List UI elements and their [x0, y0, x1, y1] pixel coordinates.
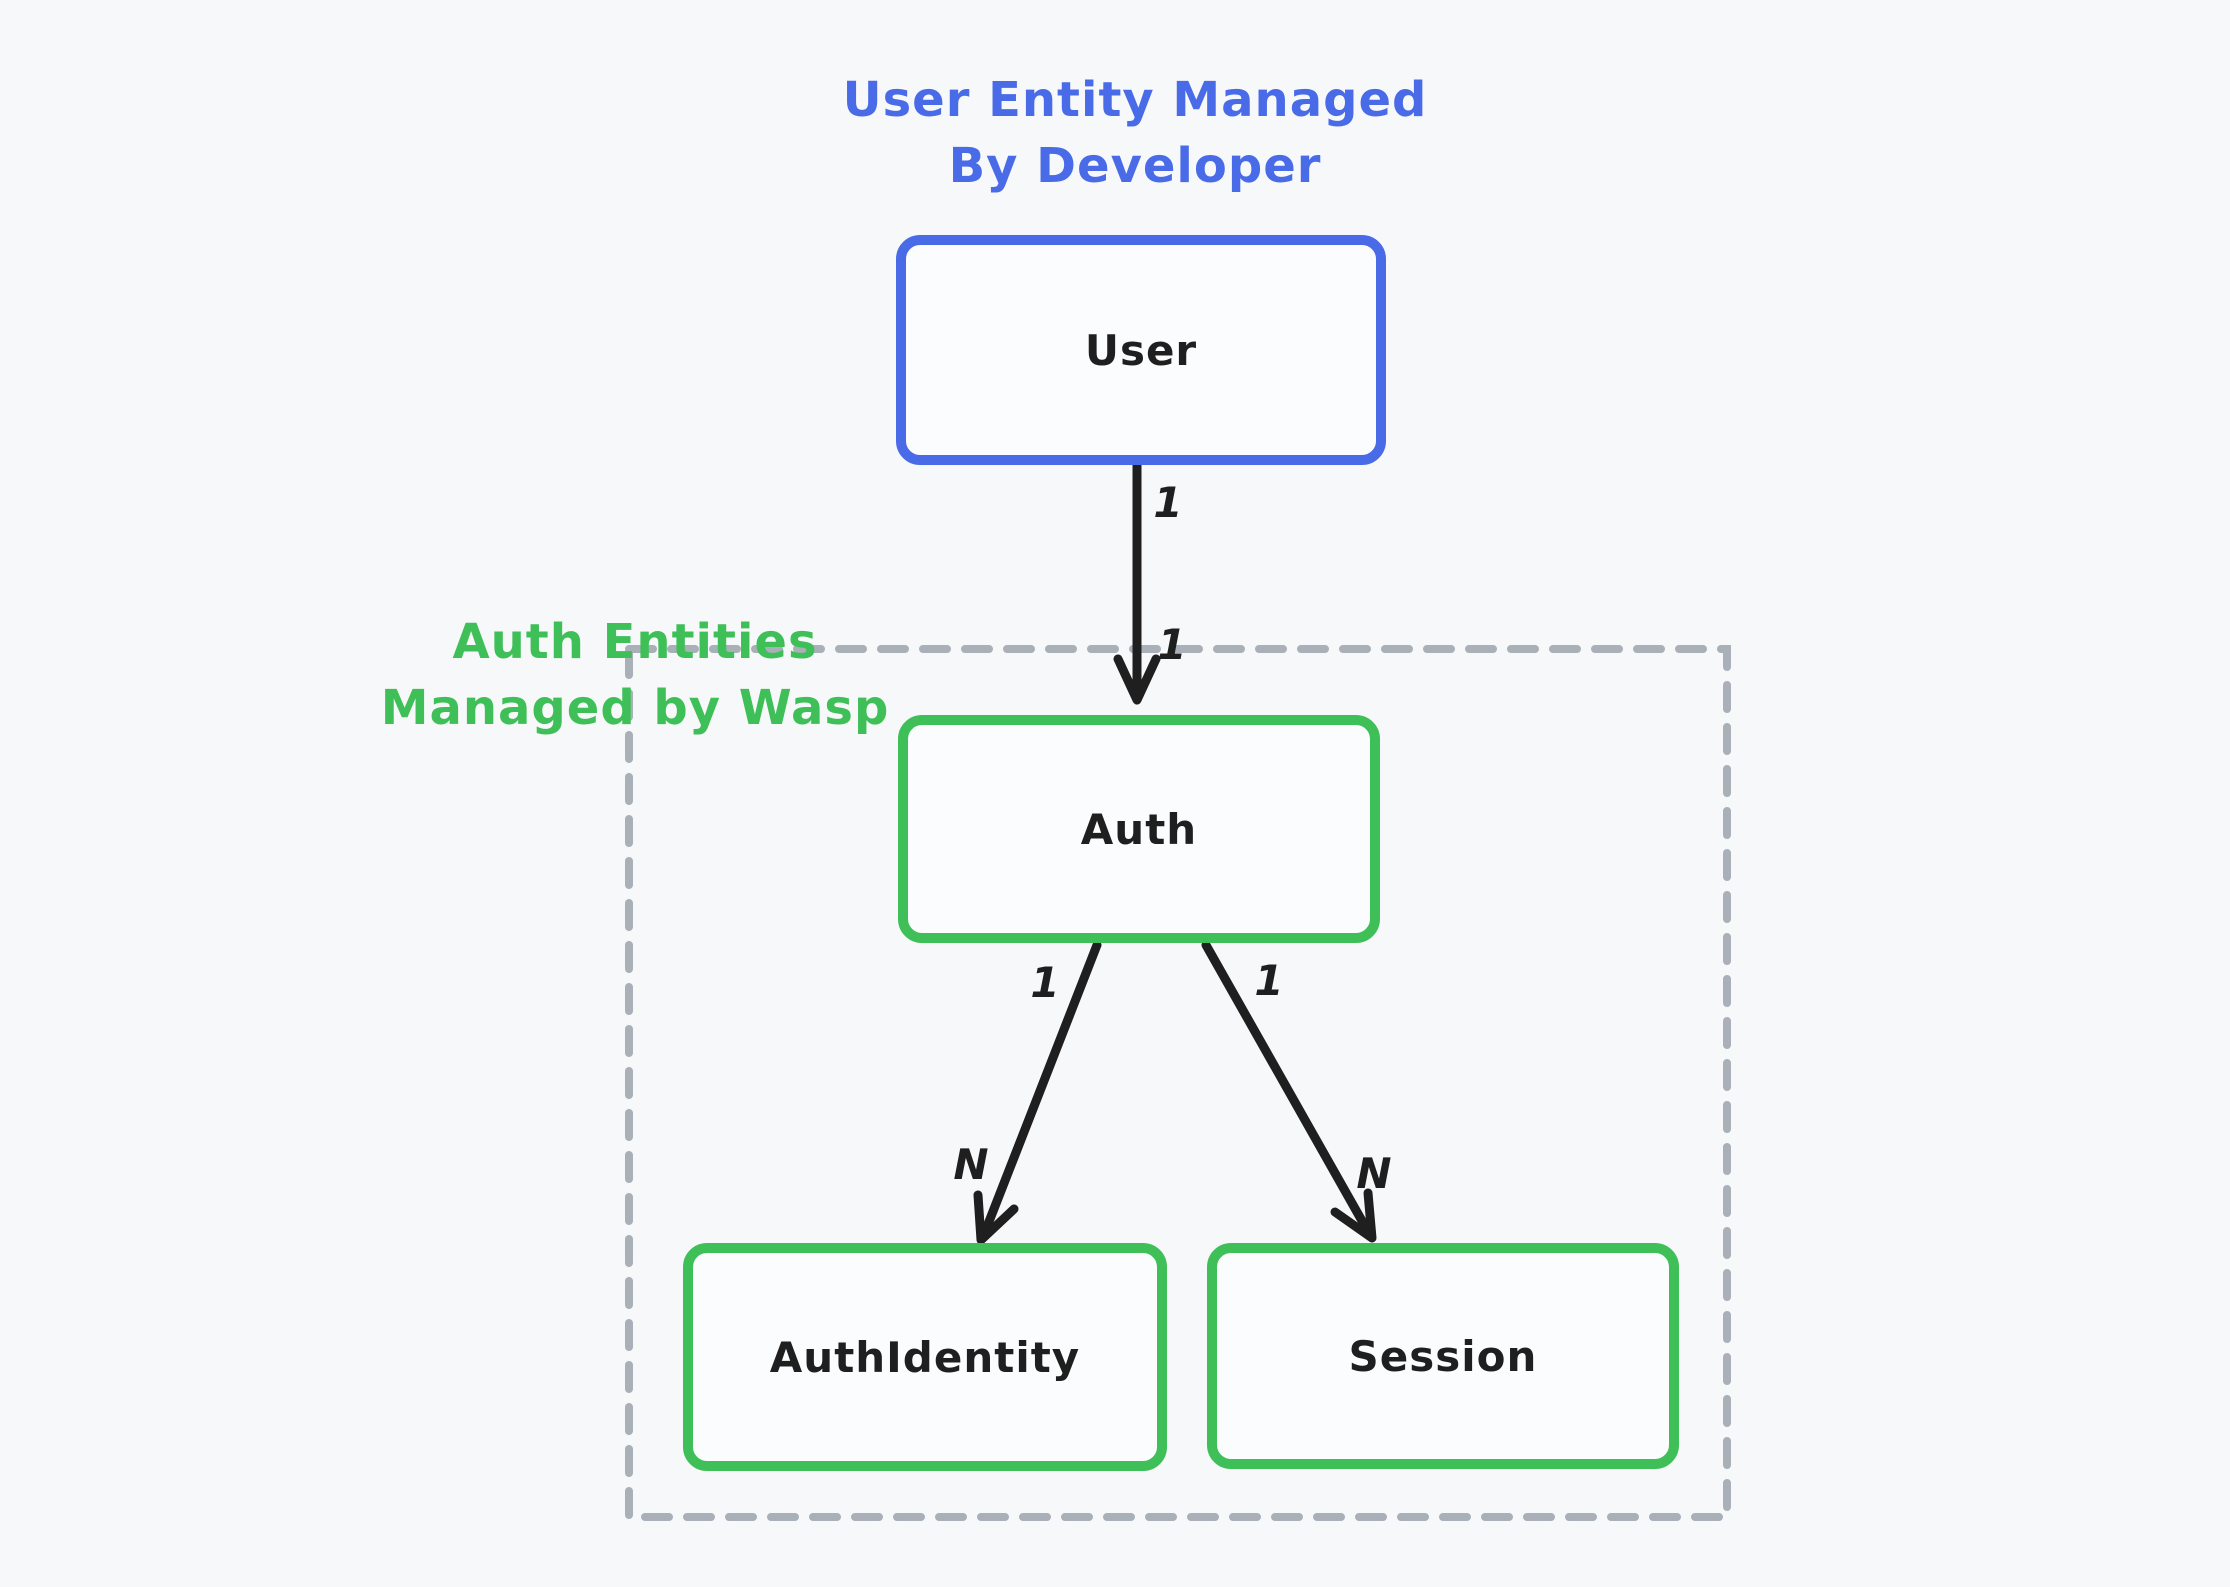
edge-auth-authidentity-arrowhead-icon: [973, 1190, 1019, 1245]
edge-auth-session-arrowhead-icon: [1330, 1188, 1377, 1243]
wasp-group-caption-line-1: Auth Entities: [452, 614, 818, 670]
user-entity-caption-line-2: By Developer: [948, 138, 1322, 195]
wasp-group-dashed-border: [625, 645, 1731, 1521]
node-session: Session: [1207, 1243, 1679, 1469]
user-entity-caption: User Entity Managed By Developer: [785, 67, 1485, 199]
node-user-label: User: [1084, 325, 1198, 375]
node-auth: Auth: [898, 715, 1380, 943]
edge-auth-authidentity-line: [978, 940, 1102, 1242]
user-entity-caption-line-1: User Entity Managed: [842, 72, 1428, 128]
edge-label-auth-authidentity-target: N: [953, 1140, 989, 1189]
edge-label-auth-authidentity-source: 1: [1030, 958, 1060, 1007]
node-session-label: Session: [1348, 1331, 1538, 1381]
node-auth-identity-label: AuthIdentity: [769, 1332, 1081, 1382]
edge-auth-session-line: [1201, 940, 1375, 1240]
edge-user-auth-arrowhead-icon: [1113, 654, 1161, 705]
node-auth-label: Auth: [1080, 804, 1198, 854]
edge-label-user-auth-source: 1: [1153, 478, 1183, 527]
edge-label-auth-session-target: N: [1356, 1149, 1392, 1198]
wasp-group-caption: Auth Entities Managed by Wasp: [335, 609, 935, 741]
edge-label-user-auth-target: 1: [1157, 620, 1187, 669]
edge-label-auth-session-source: 1: [1254, 956, 1284, 1005]
wasp-group-caption-line-2: Managed by Wasp: [380, 680, 890, 737]
node-user: User: [896, 235, 1386, 465]
node-auth-identity: AuthIdentity: [683, 1243, 1167, 1471]
